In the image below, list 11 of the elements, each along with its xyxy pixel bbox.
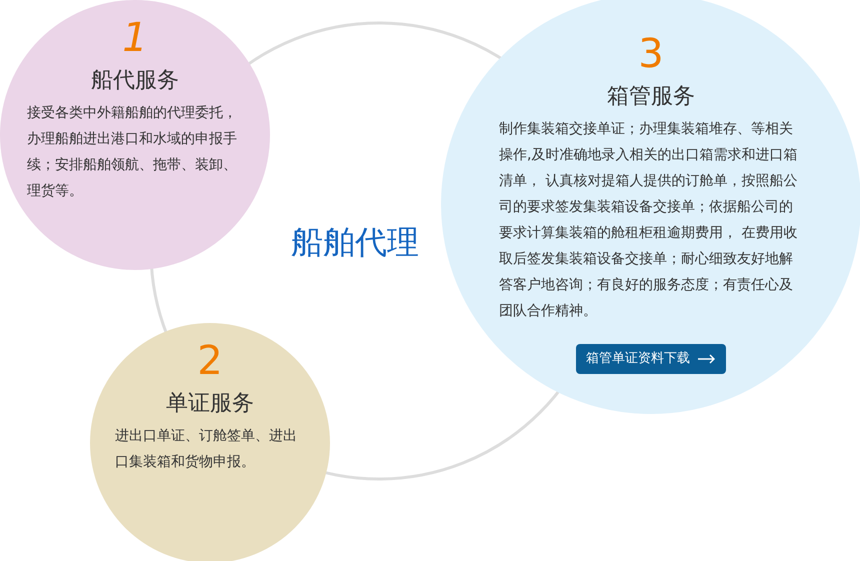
step-number: 3 xyxy=(638,30,664,78)
center-title: 船舶代理 xyxy=(290,222,420,263)
service-title: 单证服务 xyxy=(166,390,254,418)
service-title: 箱管服务 xyxy=(607,83,695,111)
step-number: 1 xyxy=(122,14,148,62)
step-number: 2 xyxy=(197,337,223,385)
service-description: 接受各类中外籍船舶的代理委托，办理船舶进出港口和水域的申报手续；安排船舶领航、拖带、装卸、理货等。 xyxy=(27,104,238,201)
download-button: 箱管单证资料下载 xyxy=(576,344,726,374)
service-title: 船代服务 xyxy=(91,67,179,95)
service-description: 制作集装箱交接单证；办理集装箱堆存、等相关操作,及时准确地录入相关的出口箱需求和进口箱清单， 认真核对提箱人提供的订舱单，按照船公司的要求签发集装箱设备交接单；依据船公司的要求计算集装箱的舱租柜租逾期费用， 在费用收取后签发集装箱设备交接单；耐心细致友好地解答客户地咨询；有良好的服务态度；有责任心及团队合作精神。 xyxy=(499,120,798,321)
service-description: 进出口单证、订舱签单、进出口集装箱和货物申报。 xyxy=(115,427,298,472)
